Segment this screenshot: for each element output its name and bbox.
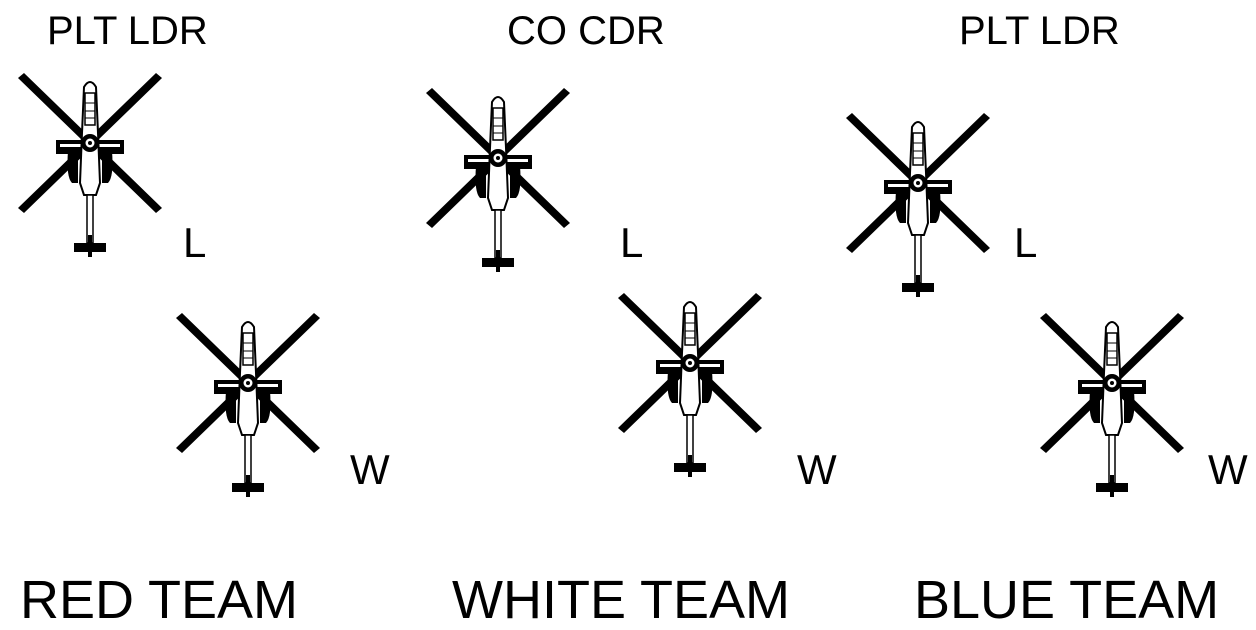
blue-team-role-label: PLT LDR bbox=[959, 9, 1120, 53]
white-team-lead-label: L bbox=[620, 219, 644, 266]
red-team-wing-label: W bbox=[350, 446, 390, 493]
white-team-role-label: CO CDR bbox=[507, 9, 665, 53]
blue-team-lead-label: L bbox=[1014, 219, 1038, 266]
white-team-wing-label: W bbox=[797, 446, 837, 493]
blue-team-name: BLUE TEAM bbox=[914, 570, 1220, 630]
red-team-name: RED TEAM bbox=[20, 570, 299, 630]
red-team-lead-helicopter-icon bbox=[17, 72, 163, 258]
red-team-lead-label: L bbox=[183, 219, 207, 266]
blue-team-lead-helicopter-icon bbox=[845, 112, 991, 298]
white-team-lead-helicopter-icon bbox=[425, 87, 571, 273]
blue-team-wing-helicopter-icon bbox=[1039, 312, 1185, 498]
blue-team-wing-label: W bbox=[1208, 446, 1248, 493]
white-team-name: WHITE TEAM bbox=[452, 570, 791, 630]
red-team-role-label: PLT LDR bbox=[47, 9, 208, 53]
red-team-wing-helicopter-icon bbox=[175, 312, 321, 498]
white-team-wing-helicopter-icon bbox=[617, 292, 763, 478]
